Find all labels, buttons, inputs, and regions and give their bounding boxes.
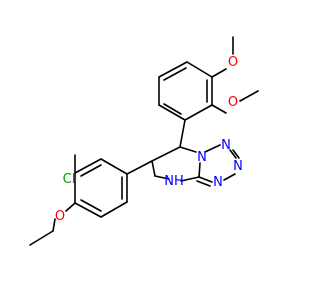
bond xyxy=(52,218,56,232)
bond xyxy=(196,180,211,187)
bond xyxy=(198,162,201,178)
structure-diagram: O O O Cl N N N N NH xyxy=(29,36,259,246)
bond xyxy=(232,149,240,159)
bond xyxy=(163,67,187,81)
bond xyxy=(179,119,186,148)
bond xyxy=(229,149,237,159)
nitrogen-atom-tetrazole-1: N xyxy=(221,138,231,153)
amine-nh-label: NH xyxy=(164,174,184,189)
structure-canvas: O O O Cl N N N N NH xyxy=(29,36,259,246)
bond xyxy=(154,175,170,180)
bond xyxy=(198,176,213,183)
atom-label-layer: O O O Cl N N N N NH xyxy=(55,55,243,224)
oxygen-atom-ethoxy: O xyxy=(55,209,65,224)
nitrogen-atom-tetrazole-2: N xyxy=(233,159,243,174)
oxygen-atom-methoxy-lower: O xyxy=(228,95,238,110)
bond xyxy=(184,104,213,121)
bond xyxy=(211,68,227,78)
bond xyxy=(223,173,236,181)
bond xyxy=(100,158,128,175)
bond xyxy=(180,176,200,182)
nitrogen-atom-tetrazole-3: N xyxy=(213,175,223,190)
bond xyxy=(204,144,221,153)
nitrogen-atom-bridgehead: N xyxy=(197,150,207,165)
bond xyxy=(65,202,76,212)
bond xyxy=(239,90,259,102)
bond xyxy=(158,61,188,78)
bond xyxy=(126,160,153,175)
bond xyxy=(80,199,102,212)
bond xyxy=(163,103,182,115)
bond xyxy=(151,146,181,162)
bond xyxy=(151,160,156,177)
bond-layer xyxy=(29,36,259,246)
bond xyxy=(100,201,128,218)
bond xyxy=(74,158,102,174)
bond xyxy=(80,164,102,177)
bond xyxy=(29,230,54,246)
oxygen-atom-methoxy-top: O xyxy=(228,55,238,70)
bond xyxy=(74,202,102,218)
bond xyxy=(186,61,213,78)
bond xyxy=(158,104,186,121)
bond xyxy=(179,146,197,153)
bond xyxy=(211,104,227,114)
chlorine-atom: Cl xyxy=(63,172,76,187)
